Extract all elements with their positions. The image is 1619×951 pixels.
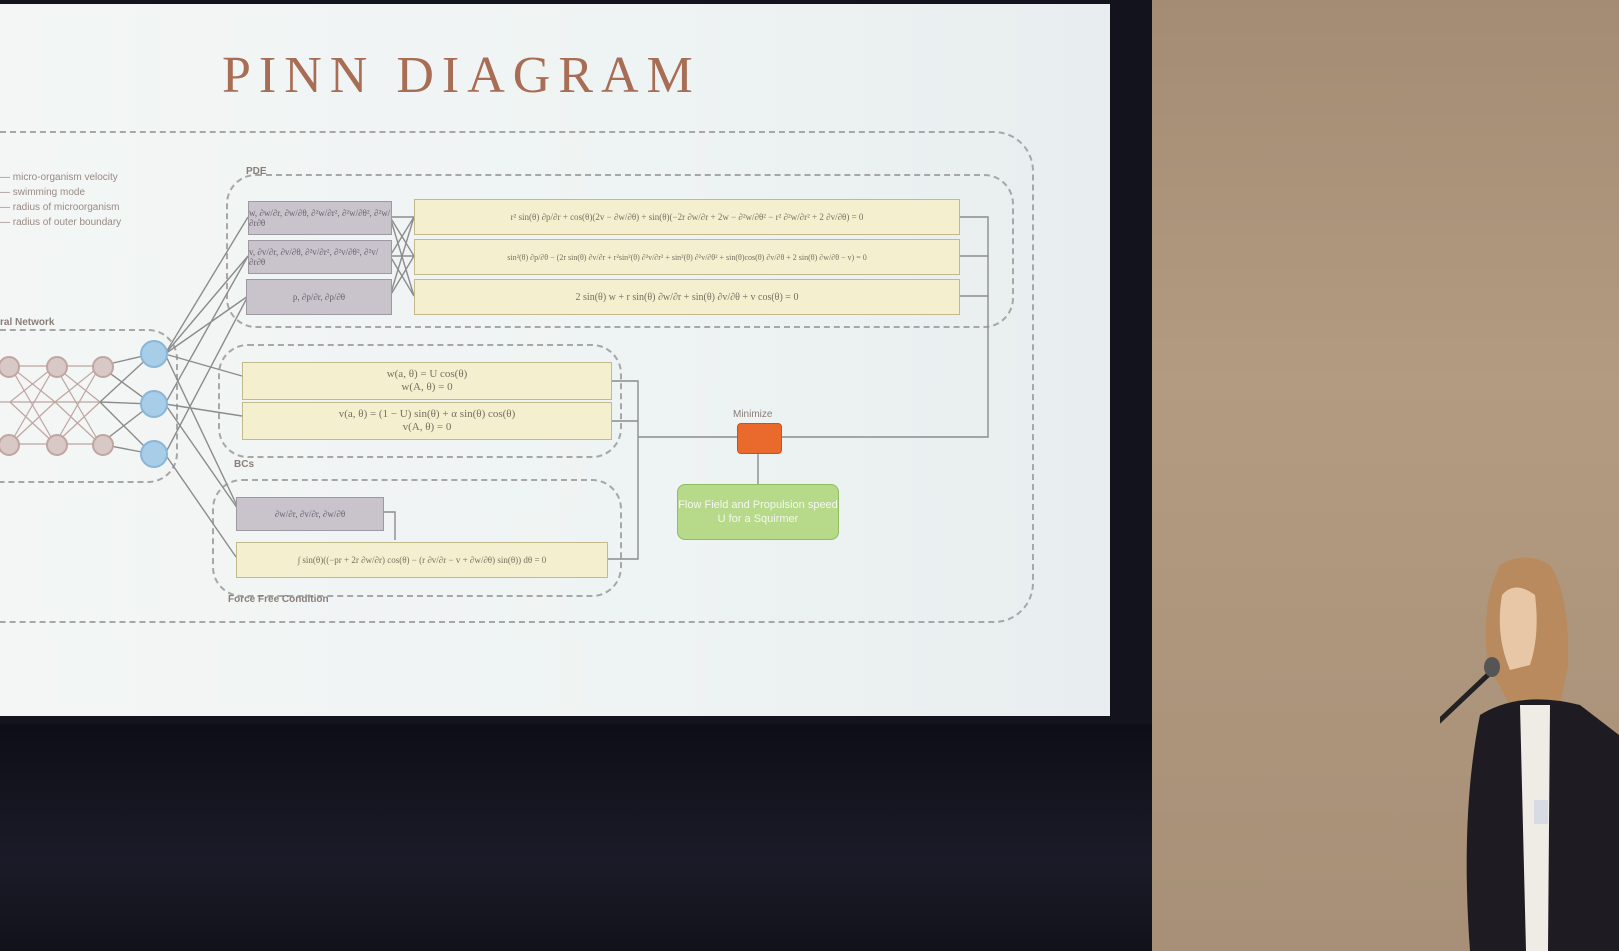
- minimize-node: [737, 423, 782, 454]
- hidden-node: [46, 356, 68, 378]
- hidden-node: [92, 356, 114, 378]
- force-free-equation: ∫ sin(θ)((−pr + 2r ∂w/∂r) cos(θ) − (r ∂v…: [236, 542, 608, 578]
- bc-equation-v: v(a, θ) = (1 − U) sin(θ) + α sin(θ) cos(…: [242, 402, 612, 440]
- equation-text: 2 sin(θ) w + r sin(θ) ∂w/∂r + sin(θ) ∂v/…: [575, 291, 799, 303]
- equation-text: r² sin(θ) ∂p/∂r + cos(θ)(2v − ∂w/∂θ) + s…: [510, 211, 864, 222]
- bc-equation-w: w(a, θ) = U cos(θ) w(A, θ) = 0: [242, 362, 612, 400]
- output-node-w: [140, 340, 168, 368]
- v-derivatives-box: v, ∂v/∂r, ∂v/∂θ, ∂²v/∂r², ∂²v/∂θ², ∂²v/∂…: [248, 240, 392, 274]
- equation-line: v(a, θ) = (1 − U) sin(θ) + α sin(θ) cos(…: [338, 408, 516, 420]
- force-free-group: [212, 479, 622, 597]
- legend-line: — swimming mode: [0, 187, 86, 198]
- equation-line: v(A, θ) = 0: [402, 421, 452, 433]
- equation-text: ∫ sin(θ)((−pr + 2r ∂w/∂r) cos(θ) − (r ∂v…: [297, 554, 547, 565]
- output-box: Flow Field and Propulsion speed U for a …: [677, 484, 839, 540]
- pde-equation-3: 2 sin(θ) w + r sin(θ) ∂w/∂r + sin(θ) ∂v/…: [414, 279, 960, 315]
- force-derivatives-box: ∂w/∂r, ∂v/∂r, ∂w/∂θ: [236, 497, 384, 531]
- variable-legend: — micro-organism velocity — swimming mod…: [0, 170, 121, 230]
- presenter-figure: [1440, 557, 1619, 951]
- screen-lower-panel: [0, 724, 1152, 951]
- legend-line: — radius of outer boundary: [0, 217, 122, 228]
- minimize-label: Minimize: [733, 409, 773, 420]
- equation-line: w(A, θ) = 0: [401, 381, 453, 393]
- output-node-v: [140, 390, 168, 418]
- projected-slide: PINN DIAGRAM — micro-organism velocity —…: [0, 4, 1110, 716]
- bcs-label: BCs: [234, 459, 255, 470]
- pde-label: PDE: [246, 166, 267, 177]
- hidden-node: [46, 434, 68, 456]
- output-node-p: [140, 440, 168, 468]
- p-derivatives-box: p, ∂p/∂r, ∂p/∂θ: [246, 279, 392, 315]
- bcs-group: [218, 344, 622, 458]
- hidden-node: [0, 356, 20, 378]
- legend-line: — radius of microorganism: [0, 202, 120, 213]
- outer-dashed-region: [0, 131, 1034, 623]
- legend-line: — micro-organism velocity: [0, 172, 118, 183]
- neural-network-label: ral Network: [0, 317, 55, 328]
- w-derivatives-box: w, ∂w/∂r, ∂w/∂θ, ∂²w/∂r², ∂²w/∂θ², ∂²w/∂…: [248, 201, 392, 235]
- equation-text: sin²(θ) ∂p/∂θ − (2r sin(θ) ∂v/∂r + r²sin…: [507, 252, 867, 262]
- force-free-label: Force Free Condition: [228, 594, 329, 605]
- slide-title: PINN DIAGRAM: [222, 47, 701, 104]
- hidden-node: [92, 434, 114, 456]
- hidden-node: [0, 434, 20, 456]
- pde-equation-2: sin²(θ) ∂p/∂θ − (2r sin(θ) ∂v/∂r + r²sin…: [414, 239, 960, 275]
- pde-equation-1: r² sin(θ) ∂p/∂r + cos(θ)(2v − ∂w/∂θ) + s…: [414, 199, 960, 235]
- equation-line: w(a, θ) = U cos(θ): [386, 368, 468, 380]
